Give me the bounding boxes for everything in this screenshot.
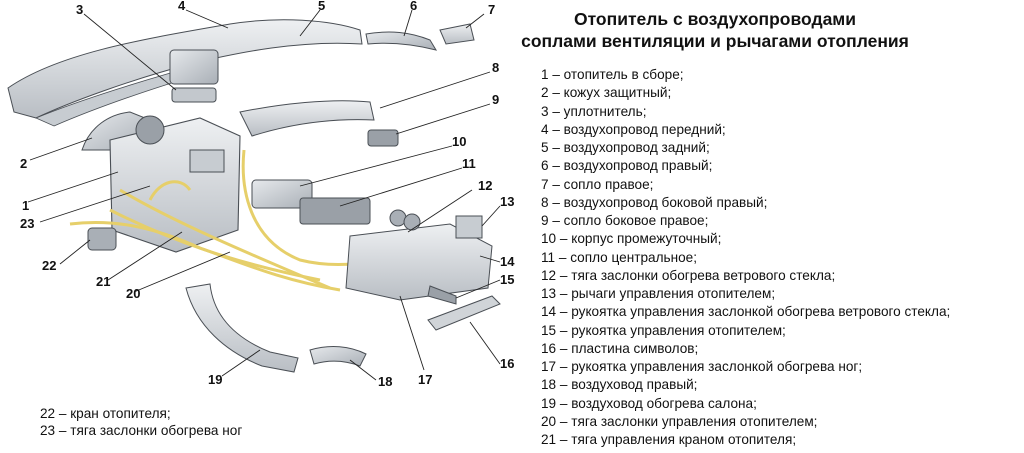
legend-item: 2 – кожух защитный; (541, 85, 672, 101)
callout-3: 3 (76, 2, 83, 17)
callout-13: 13 (500, 194, 514, 209)
legend-item: 18 – воздуховод правый; (541, 377, 698, 393)
title-line-2: соплами вентиляции и рычагами отопления (521, 31, 909, 51)
legend-item: 23 – тяга заслонки обогрева ног (40, 423, 243, 438)
heater-assembly-shape (109, 117, 241, 253)
cabin-heating-duct-shape (185, 283, 299, 373)
legend-item: 14 – рукоятка управления заслонкой обогр… (541, 304, 951, 320)
legend-item: 11 – сопло центральное; (541, 249, 697, 265)
side-duct-shape (239, 100, 375, 137)
control-rods (69, 149, 421, 292)
legend-item: 12 – тяга заслонки обогрева ветрового ст… (541, 267, 836, 283)
right-air-duct-shape (309, 346, 367, 367)
callout-1: 1 (22, 198, 29, 213)
legend-item: 9 – сопло боковое правое; (541, 213, 709, 228)
title-line-1: Отопитель с воздухопроводами (573, 9, 857, 29)
callout-11: 11 (462, 156, 476, 171)
leader-lines (27, 9, 501, 381)
legend-item: 8 – воздухопровод боковой правый; (541, 194, 768, 210)
legend-item: 16 – пластина символов; (541, 340, 699, 356)
legend-item: 20 – тяга заслонки управления отопителем… (541, 413, 818, 429)
legend-item: 5 – воздухопровод задний; (541, 140, 710, 155)
callout-19: 19 (208, 372, 222, 387)
parts-legend-continued: 22 – кран отопителя; 23 – тяга заслонки … (40, 405, 242, 439)
callout-12: 12 (478, 178, 492, 193)
legend-item: 4 – воздухопровод передний; (541, 121, 726, 137)
diagram-title: Отопитель с воздухопроводами соплами вен… (500, 8, 930, 52)
callout-18: 18 (378, 374, 392, 389)
legend-item: 15 – рукоятка управления отопителем; (541, 322, 786, 338)
symbol-plate-shape (427, 295, 501, 331)
legend-item: 7 – сопло правое; (541, 176, 654, 192)
callout-17: 17 (418, 372, 432, 387)
callout-7: 7 (488, 2, 495, 17)
callout-20: 20 (126, 286, 140, 301)
legend-item: 13 – рычаги управления отопителем; (541, 286, 776, 301)
right-duct-shape (365, 31, 438, 51)
legend-item: 22 – кран отопителя; (40, 406, 171, 421)
callout-14: 14 (500, 254, 515, 269)
callout-10: 10 (452, 134, 466, 149)
exploded-view-illustration: 1 2 3 4 5 6 7 8 9 10 11 12 13 14 15 16 1… (7, 0, 515, 389)
heater-tap-shape (87, 227, 117, 251)
handle-shape (427, 285, 457, 305)
duct-connector-shape (169, 49, 219, 85)
callout-5: 5 (318, 0, 325, 13)
callout-21: 21 (96, 274, 110, 289)
callout-numbers: 1 2 3 4 5 6 7 8 9 10 11 12 13 14 15 16 1… (20, 0, 515, 389)
legend-item: 6 – воздухопровод правый; (541, 158, 713, 174)
central-nozzle-shape (299, 197, 371, 225)
callout-8: 8 (492, 60, 499, 75)
right-nozzle-shape (439, 23, 475, 45)
callout-6: 6 (410, 0, 417, 13)
control-levers-shape (345, 223, 493, 301)
legend-item: 3 – уплотнитель; (541, 103, 647, 119)
callout-15: 15 (500, 272, 514, 287)
callout-16: 16 (500, 356, 514, 371)
legend-item: 10 – корпус промежуточный; (541, 231, 722, 247)
legend-item: 21 – тяга управления краном отопителя; (541, 432, 797, 447)
side-nozzle-shape (367, 129, 399, 147)
intermediate-body-shape (251, 179, 313, 209)
front-air-duct-shape (7, 19, 363, 119)
callout-23: 23 (20, 216, 34, 231)
callout-9: 9 (492, 92, 499, 107)
seal-shape (171, 87, 217, 103)
legend-item: 17 – рукоятка управления заслонкой обогр… (541, 359, 863, 374)
callout-22: 22 (42, 258, 56, 273)
callout-4: 4 (178, 0, 186, 13)
parts-legend: 1 – отопитель в сборе; 2 – кожух защитны… (541, 66, 950, 449)
legend-item: 1 – отопитель в сборе; (541, 67, 684, 82)
callout-2: 2 (20, 156, 27, 171)
legend-item: 19 – воздуховод обогрева салона; (541, 395, 757, 411)
